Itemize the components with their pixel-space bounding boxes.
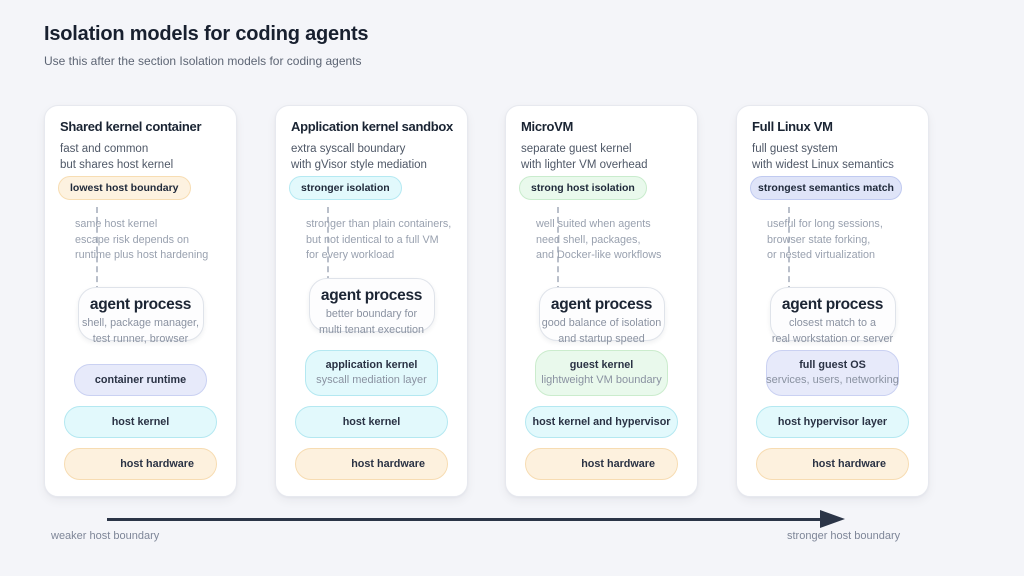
layer-host-hardware: host hardware <box>295 448 448 480</box>
note-line: same host kernel <box>75 218 158 230</box>
layer-title: host kernel <box>111 415 170 428</box>
layer-title: host hypervisor layer <box>777 415 888 428</box>
layer-subtitle: services, users, networking <box>766 374 899 386</box>
card-application-kernel-sandbox: Application kernel sandbox extra syscall… <box>275 105 468 497</box>
card-subtitle: extra syscall boundary with gVisor style… <box>291 141 427 173</box>
layer-title: host kernel and hypervisor <box>532 415 671 428</box>
status-badge: strongest semantics match <box>750 176 902 200</box>
agent-process-sub-line: and startup speed <box>558 333 645 345</box>
card-shared-kernel-container: Shared kernel container fast and common … <box>44 105 237 497</box>
note-line: need shell, packages, <box>536 233 641 246</box>
dashed-connector-line <box>557 207 559 292</box>
layer-subtitle: syscall mediation layer <box>316 374 427 386</box>
status-badge: strong host isolation <box>519 176 647 200</box>
note-line: but not identical to a full VM <box>306 233 439 246</box>
layer-host-kernel: host kernel <box>64 406 217 438</box>
card-subtitle-line: full guest system <box>752 143 838 155</box>
agent-process-sub-line: better boundary for <box>325 308 418 320</box>
card-title: Shared kernel container <box>60 119 202 134</box>
note-line: stronger than plain containers, <box>306 218 452 230</box>
agent-process-title: agent process <box>781 296 884 313</box>
card-title: Application kernel sandbox <box>291 119 453 134</box>
dashed-connector-line <box>788 207 790 292</box>
agent-process-sub-line: closest match to a <box>788 317 876 329</box>
layer-title: application kernel <box>325 359 418 371</box>
note-text: well suited when agents need shell, pack… <box>536 217 661 264</box>
page-subtitle: Use this after the section Isolation mod… <box>44 54 362 68</box>
note-line: escape risk depends on <box>75 233 190 246</box>
layer-guest-kernel: guest kernel lightweight VM boundary <box>535 350 668 396</box>
page-title: Isolation models for coding agents <box>44 23 369 45</box>
note-line: runtime plus host hardening <box>75 249 209 261</box>
card-subtitle: full guest system with widest Linux sema… <box>752 141 894 173</box>
note-line: browser state forking, <box>767 233 871 246</box>
card-subtitle-line: fast and common <box>60 143 149 155</box>
layer-host-kernel-and-hypervisor: host kernel and hypervisor <box>525 406 678 438</box>
note-text: stronger than plain containers, but not … <box>306 217 451 264</box>
layer-container-runtime: container runtime <box>74 364 207 396</box>
layer-subtitle: lightweight VM boundary <box>541 374 662 386</box>
card-title: MicroVM <box>521 119 574 134</box>
card-title: Full Linux VM <box>752 119 833 134</box>
layer-host-kernel: host kernel <box>295 406 448 438</box>
note-line: well suited when agents <box>536 218 651 230</box>
card-subtitle-line: separate guest kernel <box>521 143 632 155</box>
card-microvm: MicroVM separate guest kernel with light… <box>505 105 698 497</box>
layer-title: container runtime <box>94 373 187 386</box>
layer-host-hypervisor: host hypervisor layer <box>756 406 909 438</box>
agent-process-sub-line: test runner, browser <box>92 333 189 345</box>
layer-title: host kernel <box>342 415 401 428</box>
note-text: useful for long sessions, browser state … <box>767 217 883 264</box>
layer-application-kernel: application kernel syscall mediation lay… <box>305 350 438 396</box>
note-line: useful for long sessions, <box>767 218 883 230</box>
agent-process-bubble: agent process closest match to a real wo… <box>769 287 896 345</box>
layer-title: guest kernel <box>569 359 634 371</box>
card-subtitle: separate guest kernel with lighter VM ov… <box>521 141 648 173</box>
agent-process-bubble: agent process shell, package manager, te… <box>77 287 204 345</box>
card-subtitle-line: with lighter VM overhead <box>521 159 648 171</box>
agent-process-bubble: agent process better boundary for multi … <box>308 278 435 336</box>
layer-title: full guest OS <box>799 359 866 371</box>
dashed-connector-line <box>96 207 98 292</box>
card-subtitle-line: with widest Linux semantics <box>752 159 894 171</box>
agent-process-sub-line: multi tenant execution <box>318 324 425 336</box>
card-subtitle-line: but shares host kernel <box>60 159 174 171</box>
layer-title: host hardware <box>120 457 194 470</box>
axis-label-weaker: weaker host boundary <box>51 530 160 542</box>
card-subtitle-line: with gVisor style mediation <box>291 159 427 171</box>
dashed-connector-line <box>327 207 329 292</box>
layer-full-guest-os: full guest OS services, users, networkin… <box>766 350 899 396</box>
layer-title: host hardware <box>812 457 886 470</box>
boundary-axis-line <box>107 518 823 521</box>
card-subtitle-line: extra syscall boundary <box>291 143 406 155</box>
card-subtitle: fast and common but shares host kernel <box>60 141 173 173</box>
agent-process-title: agent process <box>550 296 653 313</box>
note-line: or nested virtualization <box>767 249 876 261</box>
status-badge: stronger isolation <box>289 176 402 200</box>
layer-host-hardware: host hardware <box>64 448 217 480</box>
layer-host-hardware: host hardware <box>525 448 678 480</box>
agent-process-title: agent process <box>320 287 423 304</box>
status-badge: lowest host boundary <box>58 176 191 200</box>
agent-process-sub-line: shell, package manager, <box>81 317 200 329</box>
note-line: for every workload <box>306 249 395 261</box>
note-line: and Docker-like workflows <box>536 249 662 261</box>
card-full-linux-vm: Full Linux VM full guest system with wid… <box>736 105 929 497</box>
agent-process-sub-line: real workstation or server <box>771 333 894 345</box>
axis-label-stronger: stronger host boundary <box>787 530 901 542</box>
note-text: same host kernel escape risk depends on … <box>75 217 208 264</box>
layer-host-hardware: host hardware <box>756 448 909 480</box>
boundary-axis-arrowhead-icon <box>820 510 845 528</box>
agent-process-sub-line: good balance of isolation <box>541 317 662 329</box>
agent-process-bubble: agent process good balance of isolation … <box>538 287 665 345</box>
layer-title: host hardware <box>351 457 425 470</box>
agent-process-title: agent process <box>89 296 192 313</box>
layer-title: host hardware <box>581 457 655 470</box>
